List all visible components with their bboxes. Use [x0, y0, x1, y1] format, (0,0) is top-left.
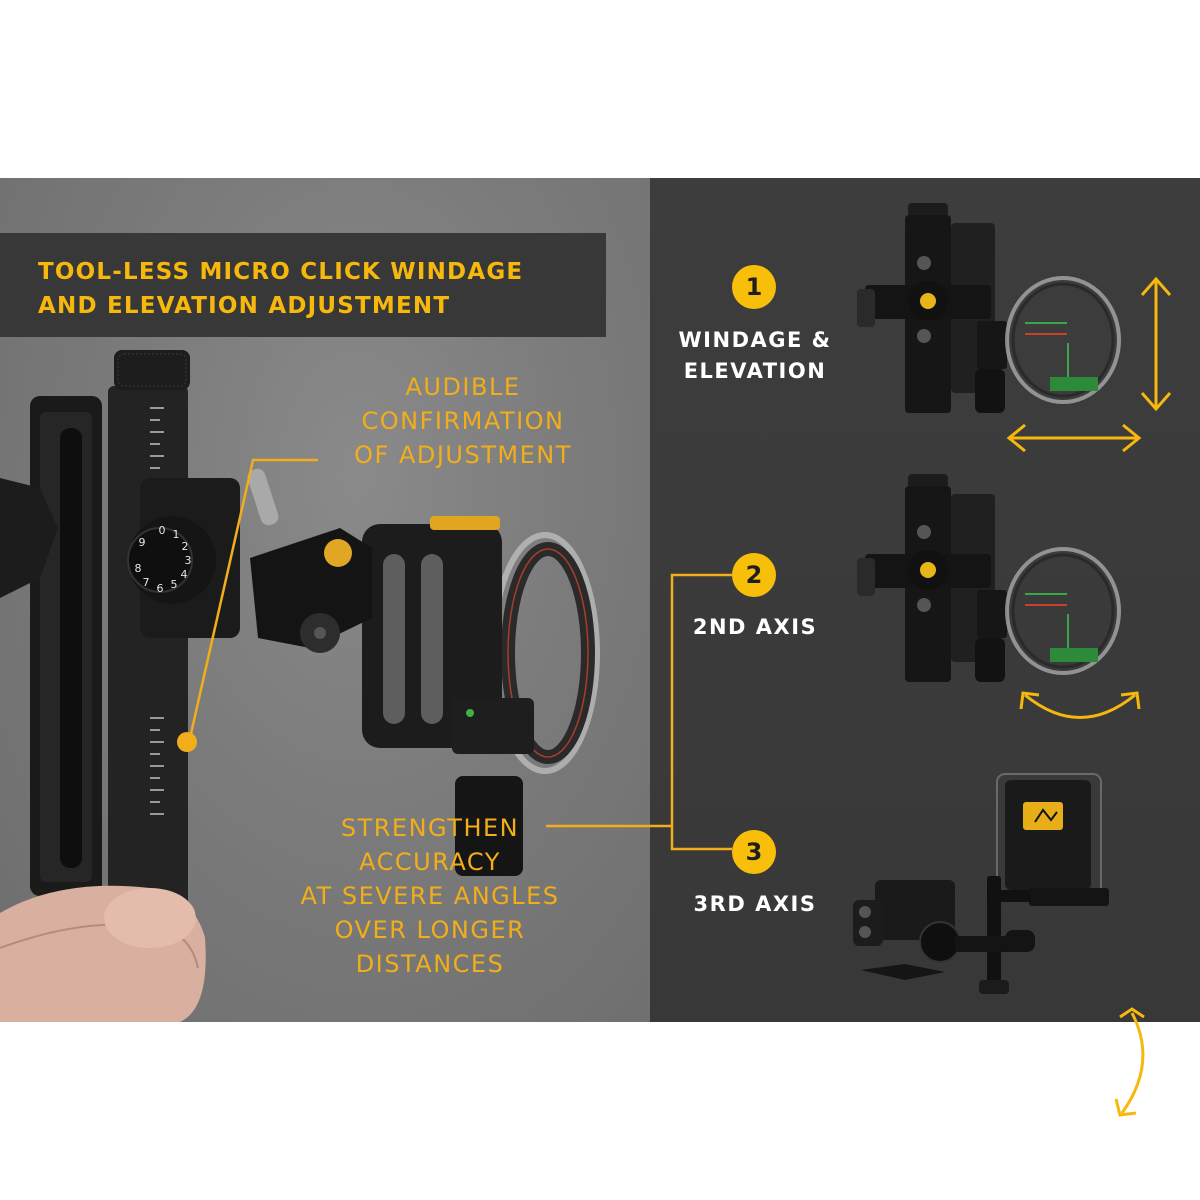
svg-text:9: 9 [139, 536, 146, 549]
sight-image-windage-elevation [857, 203, 1121, 413]
svg-text:8: 8 [135, 562, 142, 575]
step-2-badge: 2 [732, 553, 776, 597]
svg-text:7: 7 [143, 576, 150, 589]
svg-text:0: 0 [159, 524, 166, 537]
step-3-label: 3RD AXIS [693, 892, 817, 916]
svg-text:4: 4 [181, 568, 188, 581]
sight-image-2nd-axis [857, 474, 1121, 682]
header-banner: TOOL-LESS MICRO CLICK WINDAGE AND ELEVAT… [0, 233, 606, 337]
svg-text:3: 3 [185, 554, 192, 567]
step-1-badge: 1 [732, 265, 776, 309]
svg-text:5: 5 [171, 578, 178, 591]
step-1-label: WINDAGE & ELEVATION [678, 328, 832, 383]
svg-text:6: 6 [157, 582, 164, 595]
step-2-label: 2ND AXIS [692, 615, 818, 639]
step-3-badge: 3 [732, 830, 776, 874]
svg-text:1: 1 [173, 528, 180, 541]
horizontal-double-arrow-icon [1006, 423, 1142, 453]
svg-text:2: 2 [182, 540, 189, 553]
sight-image-3rd-axis [853, 773, 1109, 994]
callout-audible-confirmation: AUDIBLE CONFIRMATION OF ADJUSTMENT [354, 373, 572, 469]
right-panel: 1 WINDAGE & ELEVATION 2 2ND AXIS 3 3RD A… [546, 178, 1200, 1117]
curved-vertical-arrow-icon [1114, 1007, 1145, 1117]
vertical-double-arrow-icon [1140, 276, 1172, 412]
header-title: TOOL-LESS MICRO CLICK WINDAGE AND ELEVAT… [38, 259, 524, 319]
callout-strengthen-accuracy: STRENGTHEN ACCURACY AT SEVERE ANGLES OVE… [300, 814, 560, 978]
curved-horizontal-arrow-icon [1019, 691, 1141, 719]
